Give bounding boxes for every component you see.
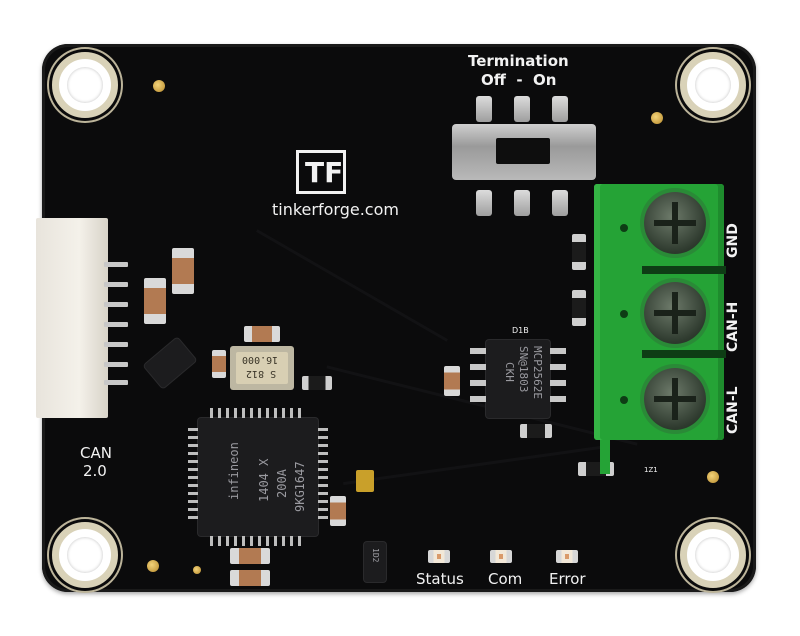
terminal-ref: 1Z1 — [644, 466, 658, 474]
header-pin — [104, 262, 128, 267]
capacitor — [230, 548, 270, 564]
header-pin — [104, 302, 128, 307]
termination-positions-label: Off - On — [481, 71, 557, 89]
can-label-line1: CAN — [80, 444, 112, 462]
transceiver-pins-left — [470, 348, 486, 412]
terminal-foot — [600, 440, 610, 474]
diode-component — [356, 470, 374, 492]
switch-pin — [552, 96, 568, 122]
pcb-trace — [255, 229, 449, 342]
termination-label: Termination — [468, 52, 569, 70]
resistor — [520, 424, 552, 438]
capacitor — [244, 326, 280, 342]
termination-switch[interactable] — [452, 124, 596, 180]
capacitor — [172, 248, 194, 294]
switch-pin — [476, 190, 492, 216]
led-label-com: Com — [488, 570, 523, 588]
switch-pin — [514, 96, 530, 122]
capacitor — [230, 570, 270, 586]
mcu-marking-brand: infineon — [227, 442, 241, 500]
capacitor — [330, 496, 346, 526]
mounting-hole-bottom-left — [52, 522, 118, 588]
capacitor — [444, 366, 460, 396]
tinkerforge-logo: TF — [296, 150, 346, 194]
via-pad — [707, 471, 719, 483]
mcu-pins-bottom — [210, 536, 306, 546]
mcu-marking-line4: 9KG1647 — [293, 461, 307, 512]
terminal-dot — [620, 310, 628, 318]
via-pad — [651, 112, 663, 124]
resistor — [572, 234, 586, 270]
terminal-label-can-h: CAN-H — [725, 301, 741, 352]
header-pin — [104, 362, 128, 367]
status-led — [428, 550, 450, 563]
header-pin — [104, 322, 128, 327]
crystal-oscillator: 16.000 S 812 — [230, 346, 294, 390]
crystal-marking-2: S 812 — [246, 368, 277, 379]
mcu-marking-line3: 200A — [275, 469, 289, 498]
switch-pin — [514, 190, 530, 216]
terminal-label-gnd: GND — [725, 223, 741, 258]
terminal-screw-can-l[interactable] — [644, 368, 706, 430]
resistor — [302, 376, 332, 390]
header-pin — [104, 282, 128, 287]
vendor-url-label: tinkerforge.com — [272, 200, 399, 219]
terminal-label-can-l: CAN-L — [725, 386, 741, 434]
led-label-status: Status — [416, 570, 464, 588]
switch-pin — [476, 96, 492, 122]
led-label-error: Error — [549, 570, 586, 588]
small-ic-marking: 1D2 — [371, 548, 380, 563]
switch-knob[interactable] — [496, 138, 550, 164]
transceiver-marking-2: SN@1803 — [517, 346, 530, 393]
small-ic: 1D2 — [364, 542, 386, 582]
mcu-pins-left — [188, 428, 198, 524]
crystal-marking-1: 16.000 — [242, 354, 279, 365]
transceiver-pins-right — [550, 348, 566, 412]
can-transceiver-chip: MCP2562E SN@1803 CKH — [486, 340, 550, 418]
mcu-pins-top — [210, 408, 306, 418]
can-header-connector[interactable] — [36, 218, 108, 418]
mounting-hole-bottom-right — [680, 522, 746, 588]
terminal-separator — [642, 350, 726, 358]
microcontroller-chip: infineon 1404 X 200A 9KG1647 — [198, 418, 318, 536]
via-pad — [153, 80, 165, 92]
resistor — [572, 290, 586, 326]
pcb-trace — [343, 445, 601, 486]
header-pin — [104, 380, 128, 385]
can-label-line2: 2.0 — [83, 462, 107, 480]
terminal-screw-can-h[interactable] — [644, 282, 706, 344]
via-pad — [193, 566, 201, 574]
logo-letters: TF — [305, 156, 344, 189]
transceiver-marking-1: MCP2562E — [531, 346, 544, 399]
terminal-screw-gnd[interactable] — [644, 192, 706, 254]
capacitor — [144, 278, 166, 324]
via-pad — [147, 560, 159, 572]
transceiver-marking-3: CKH — [503, 362, 516, 382]
mcu-pins-right — [318, 428, 328, 524]
mounting-hole-top-left — [52, 52, 118, 118]
error-led — [556, 550, 578, 563]
terminal-dot — [620, 224, 628, 232]
com-led — [490, 550, 512, 563]
mounting-hole-top-right — [680, 52, 746, 118]
capacitor — [212, 350, 226, 378]
mcu-marking-line2: 1404 X — [257, 458, 271, 502]
terminal-separator — [642, 266, 726, 274]
header-pin — [104, 342, 128, 347]
transceiver-ref: D1B — [512, 326, 529, 335]
switch-pin — [552, 190, 568, 216]
terminal-dot — [620, 396, 628, 404]
